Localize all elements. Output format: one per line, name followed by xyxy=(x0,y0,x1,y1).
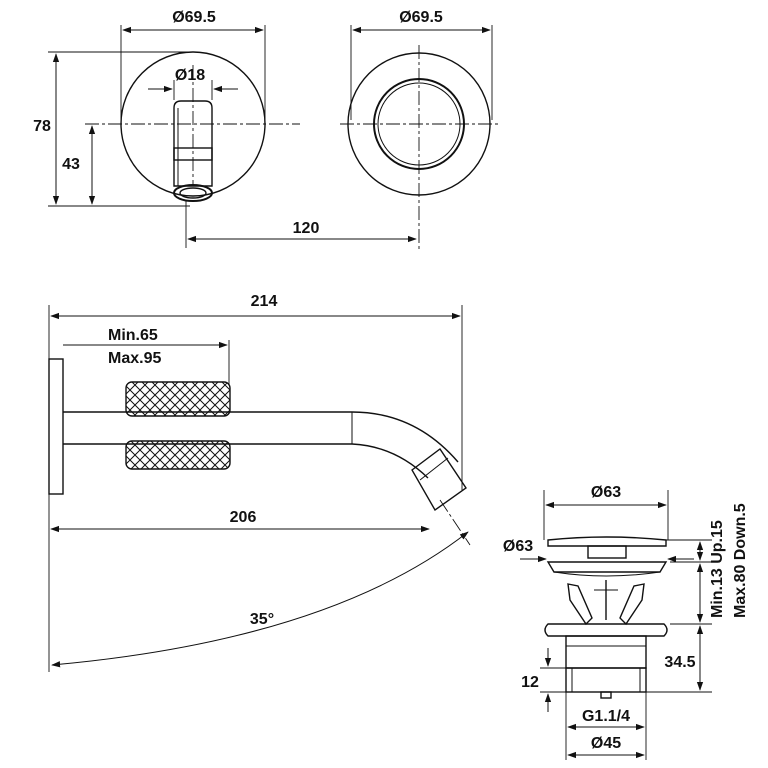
axis-height-label: 43 xyxy=(62,156,80,173)
thread-diameter-label: Ø45 xyxy=(591,735,621,752)
handle-knurl-bottom xyxy=(126,441,230,469)
valve-cap xyxy=(547,536,667,547)
spacing-label: 120 xyxy=(293,220,320,237)
valve-stem xyxy=(587,545,627,559)
front-view: Ø69.5 Ø18 78 43 120 xyxy=(33,9,417,248)
valve-seat xyxy=(544,623,668,637)
spout-ring xyxy=(173,147,213,161)
waste-valve-view: Ø63 Ø63 Min.13 Up.15 xyxy=(503,484,749,760)
front-plate-diameter-label: Ø69.5 xyxy=(172,9,216,26)
spout-outlet-inner xyxy=(179,187,207,199)
wall-plate xyxy=(48,358,64,495)
valve-tip xyxy=(600,691,612,699)
valve-cage-leg xyxy=(567,583,593,626)
thread-height-label: 12 xyxy=(521,674,539,691)
total-length-label: 214 xyxy=(251,293,278,310)
body-height-label: 34.5 xyxy=(664,654,695,671)
control-view: Ø69.5 xyxy=(340,9,500,250)
cap-diameter-label: Ø63 xyxy=(591,484,621,501)
angle-label: 35° xyxy=(250,611,274,628)
spout-bottom-edge xyxy=(63,443,429,479)
center-line xyxy=(439,499,471,546)
spout-outlet-side xyxy=(411,447,467,512)
handle-max-label: Max.95 xyxy=(108,350,161,367)
valve-body xyxy=(565,635,647,669)
adjust-max-label: Max.80 Down.5 xyxy=(732,503,749,618)
valve-flange xyxy=(546,561,668,573)
spout-top-edge xyxy=(63,411,459,463)
valve-cage-leg xyxy=(619,583,645,626)
total-height-label: 78 xyxy=(33,118,51,135)
valve-thread xyxy=(565,667,647,693)
spout-diameter-label: Ø18 xyxy=(175,67,205,84)
side-view: 214 Min.65 Max.95 206 35° xyxy=(48,293,471,672)
reach-label: 206 xyxy=(230,509,257,526)
outlet-ring xyxy=(419,457,449,481)
spout-outlet xyxy=(173,184,213,202)
handle-min-label: Min.65 xyxy=(108,327,158,344)
control-plate-diameter-label: Ø69.5 xyxy=(399,9,443,26)
handle-knurl-top xyxy=(126,382,230,416)
handle-top xyxy=(125,381,231,417)
adjust-min-label: Min.13 Up.15 xyxy=(709,520,726,618)
valve-flange-curve xyxy=(553,571,661,577)
spout-body xyxy=(173,100,213,187)
thread-size-label: G1.1/4 xyxy=(582,708,630,725)
handle-bottom xyxy=(125,440,231,470)
flange-diameter-label: Ø63 xyxy=(503,538,533,555)
angle-arc xyxy=(51,531,469,668)
